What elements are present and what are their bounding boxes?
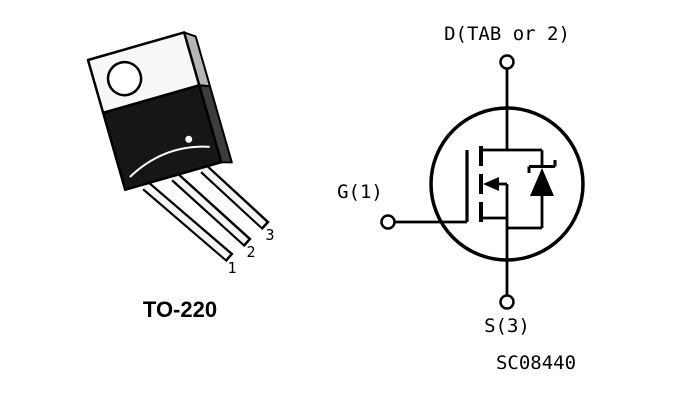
lead-1: [143, 183, 231, 259]
mounting-hole: [106, 60, 143, 97]
to220-package-drawing: 1 2 3 TO-220: [86, 31, 275, 322]
body-zener-diode: [507, 150, 557, 230]
mosfet-internals: [465, 146, 542, 222]
package-case: [86, 31, 233, 192]
pin-3-label: 3: [265, 226, 274, 244]
source-terminal: [499, 294, 515, 310]
lead-3: [201, 166, 267, 227]
body-mold-line: [129, 145, 210, 178]
gate-terminal: [380, 214, 396, 230]
figure-code-label: SC08440: [496, 352, 576, 374]
pin-1-label: 1: [227, 259, 236, 277]
drain-label: D(TAB or 2): [444, 23, 570, 45]
diode-anode-triangle: [530, 168, 554, 196]
pin-2-label: 2: [246, 243, 255, 261]
gate-label: G(1): [337, 181, 383, 203]
source-label: S(3): [484, 315, 530, 337]
plastic-body: [101, 84, 223, 192]
mosfet-schematic-symbol: D(TAB or 2) G(1) S(3) SC08440: [337, 23, 585, 374]
package-leads: [142, 164, 270, 263]
body-dimple: [185, 135, 193, 143]
drain-terminal: [499, 54, 515, 70]
lead-2: [172, 174, 249, 244]
package-name-label: TO-220: [143, 297, 217, 322]
body-arrow: [483, 177, 499, 191]
